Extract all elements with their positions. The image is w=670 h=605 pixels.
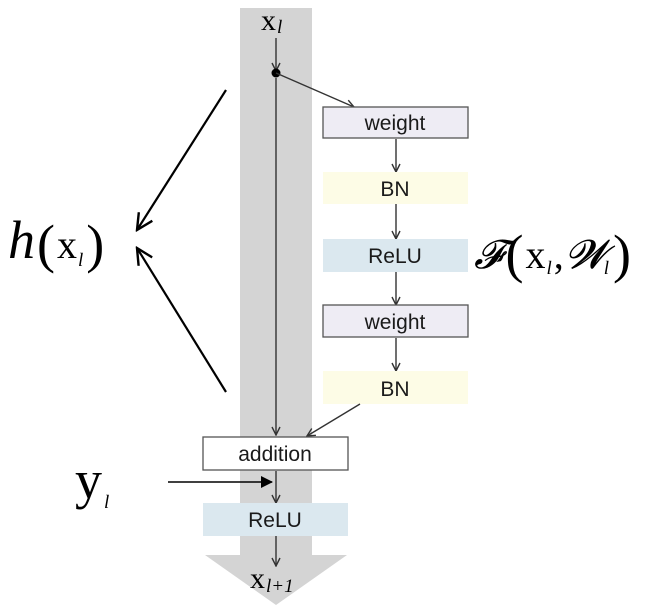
relu-block-1-label: ReLU: [368, 245, 422, 268]
addition-block: [202, 436, 349, 471]
bn-block-1-label: BN: [380, 178, 409, 201]
bn-block-2: [323, 371, 468, 404]
bn-block-1: [323, 172, 468, 204]
shortcut-arrow-lower: [137, 248, 227, 393]
relu-output-block: [203, 503, 348, 536]
residual-function-label: 𝓕(xl,𝓦l): [474, 224, 631, 284]
weight-block-2: [322, 304, 469, 338]
bn-block-2-label: BN: [380, 378, 409, 401]
weight-block-1-label: weight: [364, 112, 426, 135]
relu-output-label: ReLU: [248, 509, 302, 532]
shortcut-arrow-upper: [137, 89, 227, 230]
arrow-bn2-addition: [307, 403, 361, 436]
residual-branch-arrow: [275, 72, 354, 107]
shortcut-function-label: h(xl): [8, 210, 104, 274]
weight-block-2-label: weight: [364, 311, 426, 334]
output-label: xl+1: [250, 562, 294, 597]
input-label: xl: [261, 4, 282, 38]
weight-block-1: [322, 106, 469, 139]
addition-block-label: addition: [238, 443, 312, 466]
relu-block-1: [323, 239, 468, 272]
